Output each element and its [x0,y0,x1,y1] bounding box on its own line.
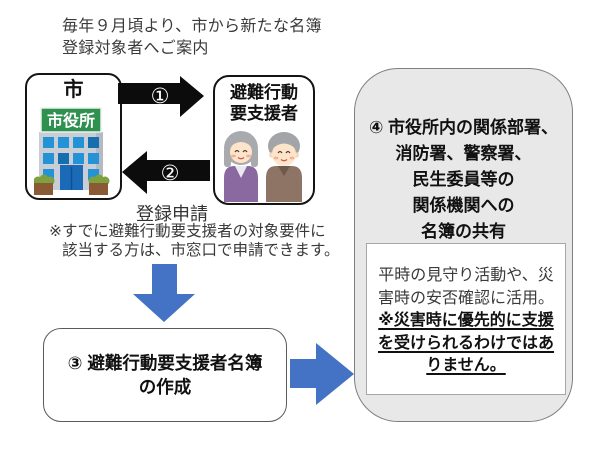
step1-number: ① [151,85,170,108]
note-line-2: 該当する方は、市窓口で申請できます。 [62,242,340,259]
grandpa-face [272,142,296,166]
box3-line-1: ③ 避難行動要支援者名簿 [67,353,263,373]
city-hall-illustration: 市役所 [34,107,110,195]
grandpa-hairline [272,139,296,149]
grandma-eye [242,149,248,153]
box4-title-line-1: ④ 市役所内の関係部署、 [368,118,559,137]
planter-left [34,183,53,195]
grandma-blush [231,154,236,158]
note-line-1: ※すでに避難行動要支援者の対象要件に [49,223,326,240]
registration-label: 登録申請 [136,204,208,224]
grandpa-eye [285,150,291,154]
header-annotation: 毎年９月頃より、市から新たな名簿 登録対象者へご案内 [62,16,322,60]
grandma-mouth [237,157,245,160]
window [43,137,54,148]
grandpa-eye [277,150,283,154]
grandma-hair-side [224,148,231,167]
step1-arrow: ① [118,76,206,117]
box4-title-line-4: 関係機関への [412,196,515,215]
grandma-shirt [235,166,247,178]
header-line-1: 毎年９月頃より、市から新たな名簿 [62,18,322,35]
window [88,137,99,148]
planter-right [89,183,108,195]
grandpa-mouth [280,159,288,162]
flow-right-arrow [290,343,354,410]
grandma-hair-side [251,148,258,167]
support-title-line-1: 避難行動 [230,83,298,102]
window [73,137,84,148]
grandpa-collar [278,166,290,176]
right-blue-arrow-icon [290,343,354,405]
grandpa-body [266,166,302,202]
elderly-couple-illustration [224,131,302,202]
support-persons-box: 避難行動 要支援者 [213,75,315,205]
header-line-2: 登録対象者へご案内 [62,40,209,57]
step2-arrow: ② [122,151,210,194]
usage-note-emphasis: ※災害時に優先的に支援を受けられるわけではありません。 [377,312,554,374]
grandma-blush [246,154,251,158]
window [88,153,99,164]
window [88,169,99,180]
usage-note-normal: 平時の見守り活動や、災害時の安否確認に活用。 [377,267,554,307]
usage-note-box: 平時の見守り活動や、災害時の安否確認に活用。 ※災害時に優先的に支援を受けられるわ… [366,243,566,395]
grandma-bangs [229,139,253,148]
building-sign-text: 市役所 [47,111,95,130]
roster-creation-box: ③ 避難行動要支援者名簿 の作成 [43,328,287,422]
left-black-arrow-icon: ② [122,151,210,194]
support-title-line-2: 要支援者 [230,104,298,123]
building-shadow [96,132,103,190]
box4-title-line-5: 名簿の共有 [421,222,506,241]
grandpa-blush [289,156,295,160]
window [43,169,54,180]
right-black-arrow-icon: ① [118,76,204,117]
grandma-body [224,166,258,202]
registration-note: ※すでに避難行動要支援者の対象要件に 該当する方は、市窓口で申請できます。 [49,222,339,260]
window [73,153,84,164]
city-box-title: 市 [63,79,84,101]
flow-down-arrow [133,264,195,327]
building-sign [40,107,102,133]
support-box-title: 避難行動 要支援者 [215,82,313,124]
step2-number: ② [161,162,180,185]
grandma-eye [234,149,240,153]
down-blue-arrow-icon [133,264,195,322]
grandpa-blush [273,156,279,160]
window [58,153,69,164]
box4-title-line-3: 民生委員等の [412,170,515,189]
window [58,137,69,148]
box4-title-line-2: 消防署、警察署、 [395,144,532,163]
grandma-face [230,141,252,163]
box3-line-2: の作成 [138,377,192,397]
roster-sharing-panel: ④ 市役所内の関係部署、 消防署、警察署、 民生委員等の 関係機関への 名簿の共… [354,68,573,422]
box4-title: ④ 市役所内の関係部署、 消防署、警察署、 民生委員等の 関係機関への 名簿の共… [355,115,572,245]
city-box: 市 市役所 [25,73,122,200]
window [43,153,54,164]
